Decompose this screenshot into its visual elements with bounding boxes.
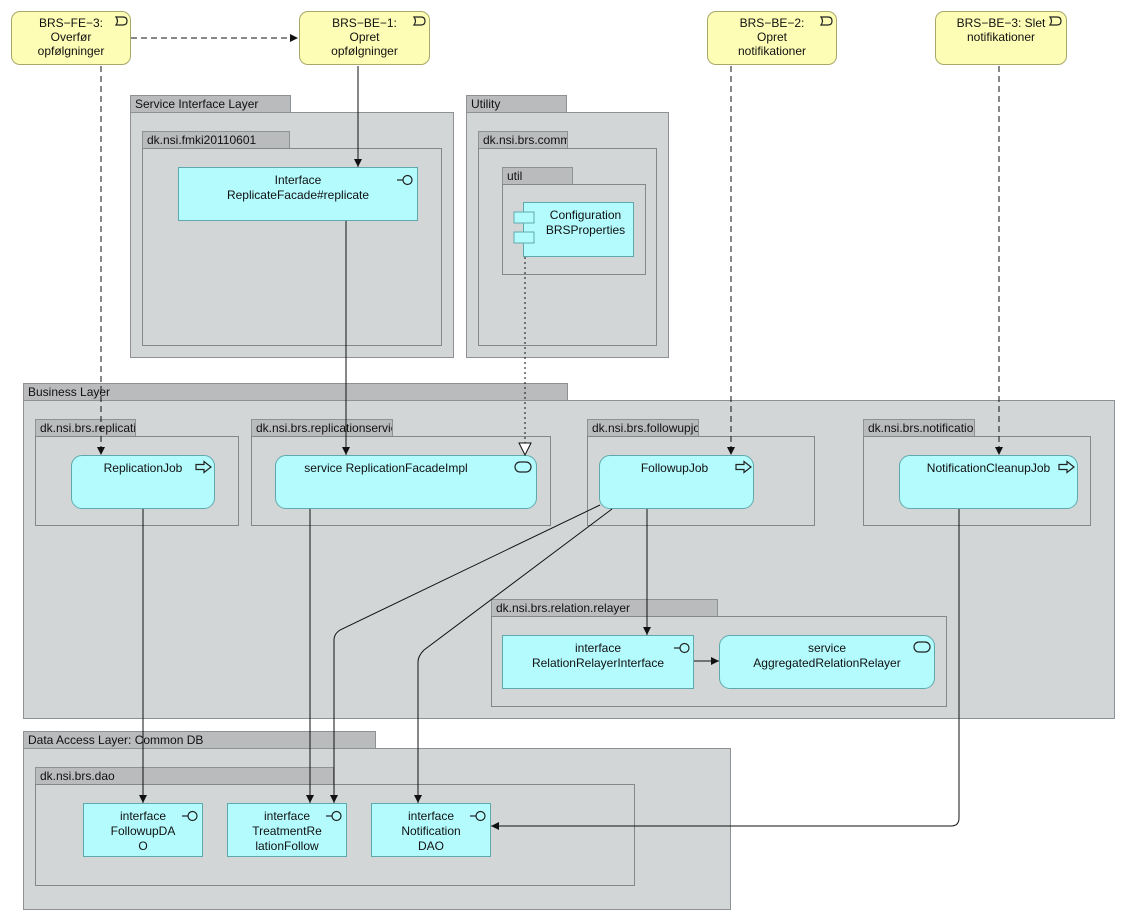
element-label: FollowupDA — [110, 824, 176, 838]
element-label: DAO — [417, 839, 444, 853]
requirement-text: Opret — [349, 30, 380, 44]
element-stereotype: interface — [574, 641, 622, 655]
component-icon — [513, 211, 535, 244]
interface-followup-dao[interactable]: interface FollowupDA O — [83, 803, 203, 857]
element-label: lationFollow — [255, 839, 319, 853]
package-fmki-tab: dk.nsi.fmki20110601 — [142, 131, 290, 149]
service-replication-facade-impl[interactable]: service ReplicationFacadeImpl — [275, 455, 537, 509]
business-layer-tab: Business Layer — [23, 383, 568, 401]
component-configuration[interactable]: Configuration BRSProperties — [523, 202, 634, 257]
business-layer-label: Business Layer — [28, 385, 111, 399]
package-dao-label: dk.nsi.brs.dao — [40, 769, 115, 783]
process-arrow-icon — [735, 460, 752, 474]
element-label: FollowupJob — [640, 461, 709, 475]
service-aggregated-relation-relayer[interactable]: service AggregatedRelationRelayer — [719, 635, 935, 689]
package-common-label: dk.nsi.brs.common — [483, 133, 567, 147]
interface-notification-dao[interactable]: interface Notification DAO — [371, 803, 491, 857]
service-interface-layer-tab: Service Interface Layer — [130, 95, 291, 113]
interface-icon — [470, 810, 486, 822]
element-label: ReplicateFacade#replicate — [226, 188, 370, 202]
package-common-tab: dk.nsi.brs.common — [478, 131, 568, 149]
package-util-tab: util — [502, 167, 573, 185]
requirement-text: opfølgninger — [331, 44, 398, 58]
element-label: Configuration — [549, 208, 622, 222]
requirement-brs-fe-3[interactable]: BRS−FE−3: Overfør opfølgninger — [11, 11, 131, 65]
requirement-icon — [820, 16, 833, 26]
package-relation-relayer-tab: dk.nsi.brs.relation.relayer — [491, 599, 718, 617]
interface-icon — [326, 810, 342, 822]
element-label: O — [138, 839, 148, 853]
package-followupjob-label: dk.nsi.brs.followupjob — [592, 421, 699, 435]
process-followup-job[interactable]: FollowupJob — [599, 455, 754, 509]
element-stereotype: Interface — [274, 173, 322, 187]
element-stereotype: interface — [119, 809, 167, 823]
package-replicationjob-label: dk.nsi.brs.replicationjob — [40, 421, 136, 435]
element-label: NotificationCleanupJob — [926, 461, 1051, 475]
requirement-text: Opret — [756, 30, 787, 44]
element-stereotype: service — [807, 641, 846, 655]
interface-treatment-relation-follow[interactable]: interface TreatmentRe lationFollow — [227, 803, 347, 857]
process-notification-cleanup-job[interactable]: NotificationCleanupJob — [899, 455, 1078, 509]
interface-replicate-facade[interactable]: Interface ReplicateFacade#replicate — [178, 167, 418, 221]
element-stereotype: interface — [263, 809, 311, 823]
process-replication-job[interactable]: ReplicationJob — [71, 455, 215, 509]
requirement-text: notifikationer — [966, 30, 1036, 44]
interface-relation-relayer[interactable]: interface RelationRelayerInterface — [502, 635, 694, 689]
data-access-layer-label: Data Access Layer: Common DB — [28, 733, 204, 747]
requirement-id: BRS−BE−1: — [332, 16, 397, 30]
element-stereotype: interface — [407, 809, 455, 823]
utility-layer-label: Utility — [471, 97, 501, 111]
package-replicationservice-label: dk.nsi.brs.replicationservice — [256, 421, 393, 435]
requirement-text: notifikationer — [737, 44, 807, 58]
element-label: AggregatedRelationRelayer — [753, 656, 901, 670]
interface-icon — [182, 810, 198, 822]
package-notificationcleanupjob-label: dk.nsi.brs.notificationcleanupjob — [868, 421, 974, 435]
package-fmki-label: dk.nsi.fmki20110601 — [147, 133, 257, 147]
element-label: ReplicationJob — [103, 461, 183, 475]
package-notificationcleanupjob-tab: dk.nsi.brs.notificationcleanupjob — [863, 419, 975, 437]
package-replicationjob-tab: dk.nsi.brs.replicationjob — [35, 419, 136, 437]
requirement-id: BRS−FE−3: — [38, 16, 104, 30]
requirement-text: opfølgninger — [37, 44, 105, 58]
element-label: TreatmentRe — [252, 824, 322, 838]
requirement-id: BRS−BE−3: Slet — [956, 16, 1046, 30]
element-label: service ReplicationFacadeImpl — [304, 461, 468, 475]
process-arrow-icon — [1058, 460, 1075, 474]
package-util-label: util — [507, 169, 523, 183]
element-label: BRSProperties — [545, 223, 626, 237]
package-replicationservice-tab: dk.nsi.brs.replicationservice — [251, 419, 393, 437]
requirement-icon — [1049, 16, 1062, 26]
process-arrow-icon — [195, 460, 212, 474]
requirement-text: Overfør — [50, 30, 92, 44]
utility-layer-tab: Utility — [466, 95, 567, 113]
element-label: RelationRelayerInterface — [531, 656, 665, 670]
package-dao-tab: dk.nsi.brs.dao — [35, 767, 334, 785]
interface-icon — [397, 174, 413, 186]
service-icon — [514, 461, 532, 473]
requirement-icon — [413, 16, 426, 26]
element-label: Notification — [401, 824, 461, 838]
requirement-brs-be-2[interactable]: BRS−BE−2: Opret notifikationer — [707, 11, 837, 65]
requirement-icon — [115, 16, 128, 26]
requirement-brs-be-1[interactable]: BRS−BE−1: Opret opfølgninger — [299, 11, 430, 65]
data-access-layer-tab: Data Access Layer: Common DB — [23, 731, 376, 749]
service-icon — [913, 641, 931, 653]
package-followupjob-tab: dk.nsi.brs.followupjob — [587, 419, 699, 437]
requirement-id: BRS−BE−2: — [739, 16, 805, 30]
interface-icon — [674, 642, 690, 654]
package-relation-relayer-label: dk.nsi.brs.relation.relayer — [496, 601, 631, 615]
requirement-brs-be-3[interactable]: BRS−BE−3: Slet notifikationer — [935, 11, 1067, 65]
service-interface-layer-label: Service Interface Layer — [135, 97, 259, 111]
